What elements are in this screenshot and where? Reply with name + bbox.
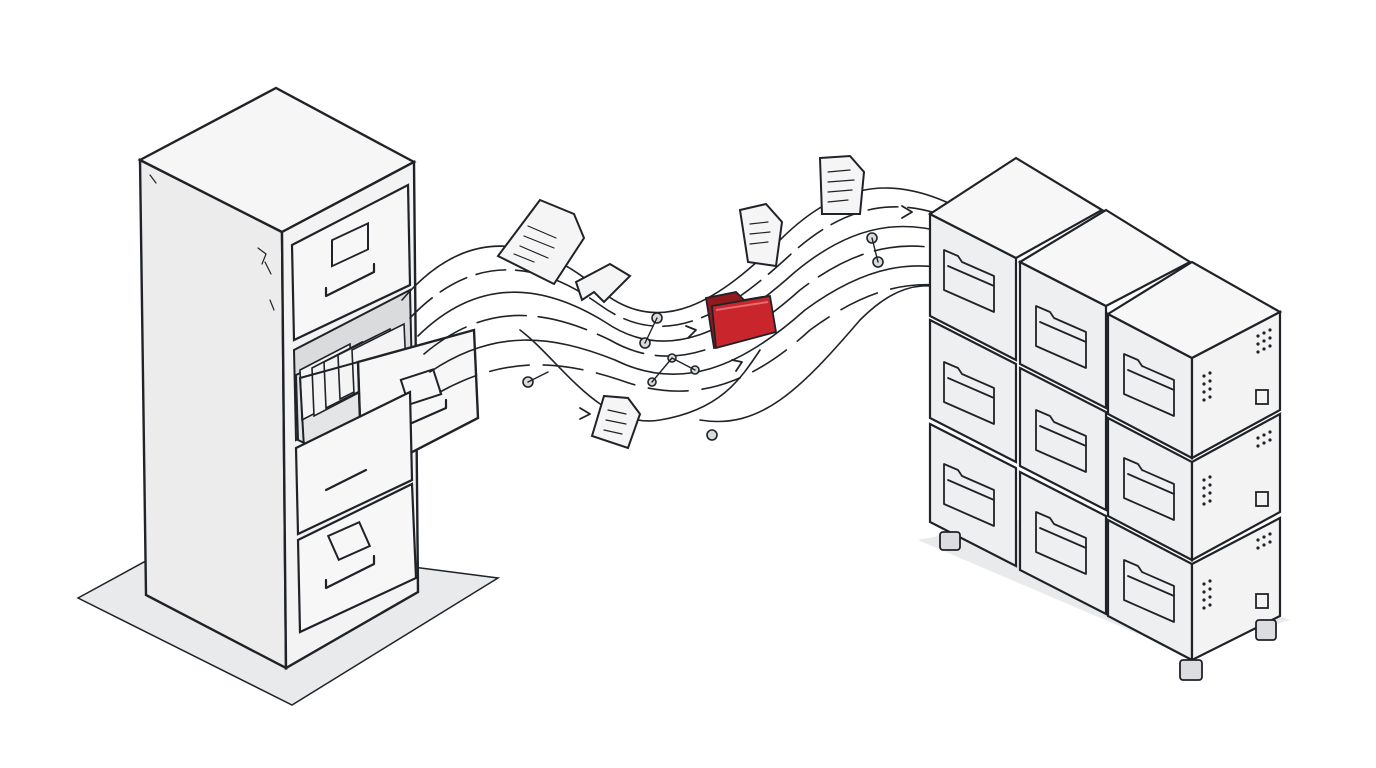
arrow-icon: [685, 325, 697, 339]
storage-column-middle: [1017, 208, 1193, 616]
document-icon-4: [818, 154, 866, 215]
drawer-handle: [324, 468, 368, 492]
arrow-icon: [579, 407, 591, 420]
storage-folder-icons-middle: [1035, 305, 1087, 575]
server-feet: [939, 531, 1277, 681]
storage-column-back: [927, 156, 1105, 568]
cabinet-drawer-4[interactable]: [296, 482, 418, 634]
arrow-icon: [731, 359, 743, 372]
cabinet-side-panel: [138, 158, 288, 670]
node-dot: [706, 429, 718, 441]
flow-lines: [401, 187, 997, 423]
highlighted-folder-icon: [704, 291, 778, 350]
folder-icon: [943, 249, 995, 313]
flow-nodes: [522, 232, 884, 441]
folder-icon: [1123, 559, 1175, 623]
flow-arrows: [579, 205, 913, 420]
drawer-handle: [324, 262, 376, 298]
server-status-lights: [1255, 389, 1269, 609]
folder-icon: [943, 361, 995, 425]
document-icon-2: [574, 262, 632, 304]
document-icon-3: [738, 202, 784, 268]
folder-icon: [943, 463, 995, 527]
folder-icon: [1035, 511, 1087, 575]
document-icon-1: [496, 198, 586, 286]
cabinet-drawer-3[interactable]: [294, 390, 414, 536]
server-vent-dots: [1202, 328, 1272, 610]
storage-column-front: [1105, 260, 1283, 662]
folder-icon: [1123, 353, 1175, 417]
arrow-icon: [901, 205, 913, 219]
cabinet-drawer-1[interactable]: [290, 183, 412, 342]
status-light-icon: [1255, 593, 1269, 609]
status-light-icon: [1255, 389, 1269, 405]
drawer-label-slot: [331, 221, 369, 268]
drawer-handle: [324, 554, 376, 590]
folder-icon: [1123, 457, 1175, 521]
data-stream: [401, 154, 997, 450]
storage-folder-icons-back: [943, 249, 995, 527]
storage-folder-icons-front: [1123, 353, 1175, 623]
folder-icon: [1035, 409, 1087, 473]
drawer-label-slot: [326, 520, 372, 562]
document-icon-5: [590, 394, 642, 450]
drawer-label-slot: [399, 368, 443, 406]
status-light-icon: [1255, 491, 1269, 507]
filing-cabinet-icon: [76, 86, 501, 706]
folder-icon: [1035, 305, 1087, 369]
server-storage-grid-icon: [918, 156, 1290, 681]
